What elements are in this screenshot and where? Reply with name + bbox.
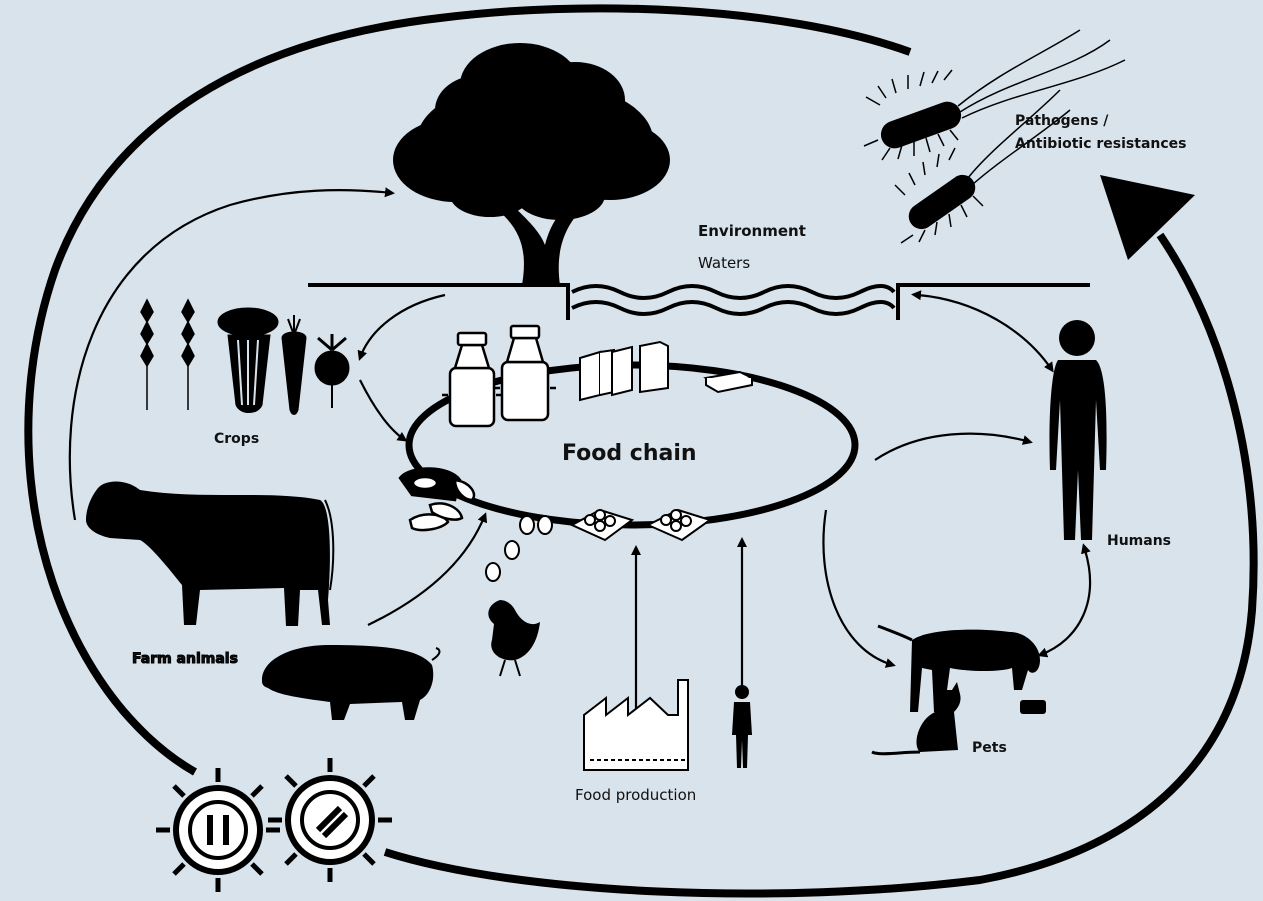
- carrot-icon: [282, 315, 306, 415]
- milk-carton-icon: [580, 342, 668, 400]
- arrow-foodchain-to-humans: [875, 434, 1030, 460]
- milk-can-icon: [494, 326, 556, 420]
- egg-icon: [505, 541, 519, 559]
- food-chain-label: Food chain: [562, 441, 697, 466]
- arrow-farm-to-foodchain: [368, 515, 485, 625]
- beet-icon: [315, 334, 349, 408]
- meat-icon: [400, 468, 460, 500]
- celery-icon: [218, 308, 278, 413]
- arrow-foodchain-to-pets: [823, 510, 893, 665]
- worker-icon: [732, 685, 752, 768]
- humans-label: Humans: [1107, 533, 1171, 549]
- food-production-label: Food production: [575, 786, 696, 804]
- chicken-icon: [488, 600, 540, 660]
- cow-icon: [86, 482, 330, 627]
- arrow-humans-pets: [1040, 550, 1090, 655]
- eggs-group: [486, 510, 710, 581]
- pathogens-label-line1: Pathogens /: [1015, 113, 1109, 129]
- crops-label: Crops: [214, 431, 259, 447]
- farm-animals-group: Farm animals: [86, 482, 540, 721]
- pets-group: [872, 626, 1046, 754]
- milk-can-icon: [442, 333, 502, 426]
- ground-line: [308, 285, 1090, 320]
- egg-carton-icon: [648, 510, 710, 540]
- pathogens-label-line2: Antibiotic resistances: [1015, 136, 1187, 152]
- human-icon: [1049, 320, 1106, 540]
- pets-label: Pets: [972, 740, 1007, 756]
- food-bowl-icon: [1020, 700, 1046, 714]
- arrow-crops-to-foodchain: [360, 380, 405, 440]
- water-wave-1: [572, 286, 894, 298]
- outer-arrowhead: [1100, 175, 1195, 260]
- dairy-group: [442, 326, 752, 426]
- pig-icon: [262, 645, 433, 720]
- virus-icon: [156, 768, 280, 892]
- egg-icon: [486, 563, 500, 581]
- waters-label: Waters: [698, 254, 750, 272]
- arrow-waters-humans: [918, 295, 1052, 370]
- egg-icon: [538, 516, 552, 534]
- butter-icon: [706, 372, 752, 392]
- tree-icon: [393, 43, 670, 285]
- egg-carton-icon: [572, 510, 632, 540]
- wheat-icon: [141, 300, 194, 410]
- egg-icon: [520, 516, 534, 534]
- environment-label: Environment: [698, 222, 806, 240]
- cat-icon: [916, 682, 960, 752]
- virus-icon: [268, 758, 392, 882]
- water-wave-2: [572, 302, 894, 314]
- crops-group: [141, 300, 349, 415]
- farm-animals-label: Farm animals: [132, 651, 238, 667]
- dog-icon: [910, 630, 1040, 712]
- arrow-ground-to-crops: [360, 295, 445, 358]
